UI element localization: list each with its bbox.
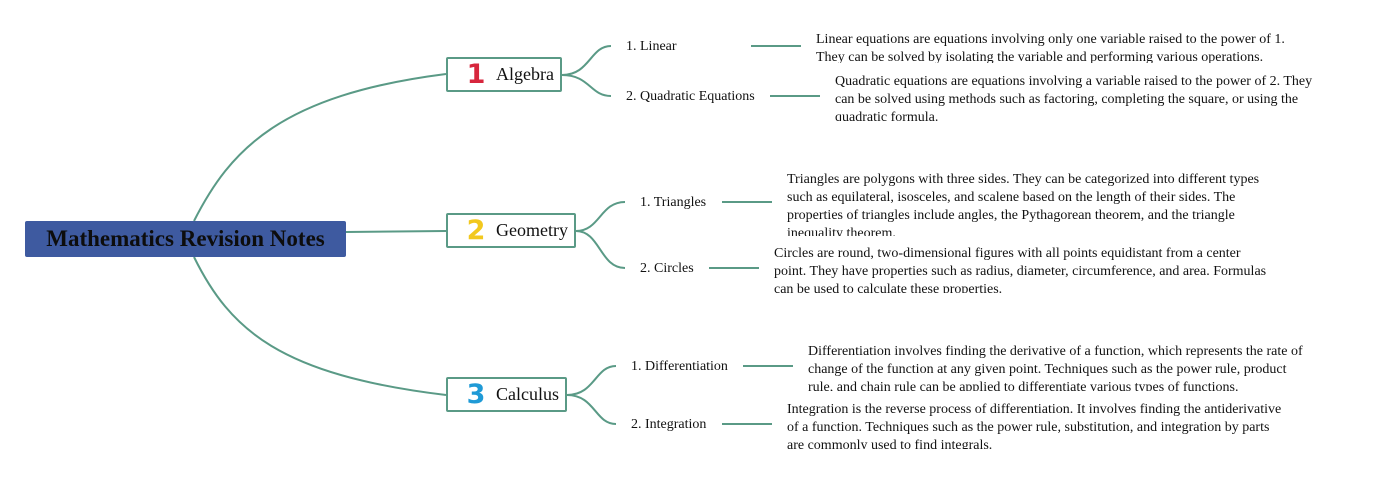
number-one-icon: 1: [466, 59, 486, 90]
connector-calculus-differentiation: [566, 365, 617, 396]
branch-algebra[interactable]: 1 Algebra: [446, 57, 562, 92]
connector-root-algebra: [193, 73, 447, 222]
connector-algebra-linear: [561, 45, 612, 76]
topic-differentiation-description: Differentiation involves finding the der…: [808, 344, 1303, 391]
root-title: Mathematics Revision Notes: [46, 226, 325, 251]
connector-calculus-integration: [566, 394, 617, 425]
connector-geometry-circles: [575, 230, 626, 269]
number-two-icon: 2: [466, 215, 486, 246]
topic-integration-description: Integration is the reverse process of di…: [787, 402, 1282, 449]
branch-label: Algebra: [496, 64, 554, 84]
number-three-icon: 3: [466, 379, 486, 410]
topic-triangles-description: Triangles are polygons with three sides.…: [787, 172, 1260, 236]
connector-root-calculus: [193, 256, 447, 396]
connector-geometry-triangles: [575, 201, 626, 232]
topic-linear-description: Linear equations are equations involving…: [816, 32, 1285, 63]
topic-quadratic-equations[interactable]: 2. Quadratic Equations: [626, 89, 755, 104]
root-node[interactable]: Mathematics Revision Notes: [25, 221, 346, 257]
topic-triangles[interactable]: 1. Triangles: [640, 195, 707, 210]
branch-label: Calculus: [496, 384, 559, 404]
topic-circles-description: Circles are round, two-dimensional figur…: [774, 246, 1267, 293]
branch-label: Geometry: [496, 220, 568, 240]
branch-geometry[interactable]: 2 Geometry: [446, 213, 576, 248]
topic-integration[interactable]: 2. Integration: [631, 417, 707, 432]
branch-calculus[interactable]: 3 Calculus: [446, 377, 567, 412]
connector-algebra-quadratic: [561, 74, 612, 97]
topic-linear[interactable]: 1. Linear: [626, 39, 677, 54]
topic-circles[interactable]: 2. Circles: [640, 261, 694, 276]
topic-quadratic-description: Quadratic equations are equations involv…: [835, 74, 1313, 121]
topic-differentiation[interactable]: 1. Differentiation: [631, 359, 728, 374]
connector-root-geometry: [345, 230, 447, 233]
